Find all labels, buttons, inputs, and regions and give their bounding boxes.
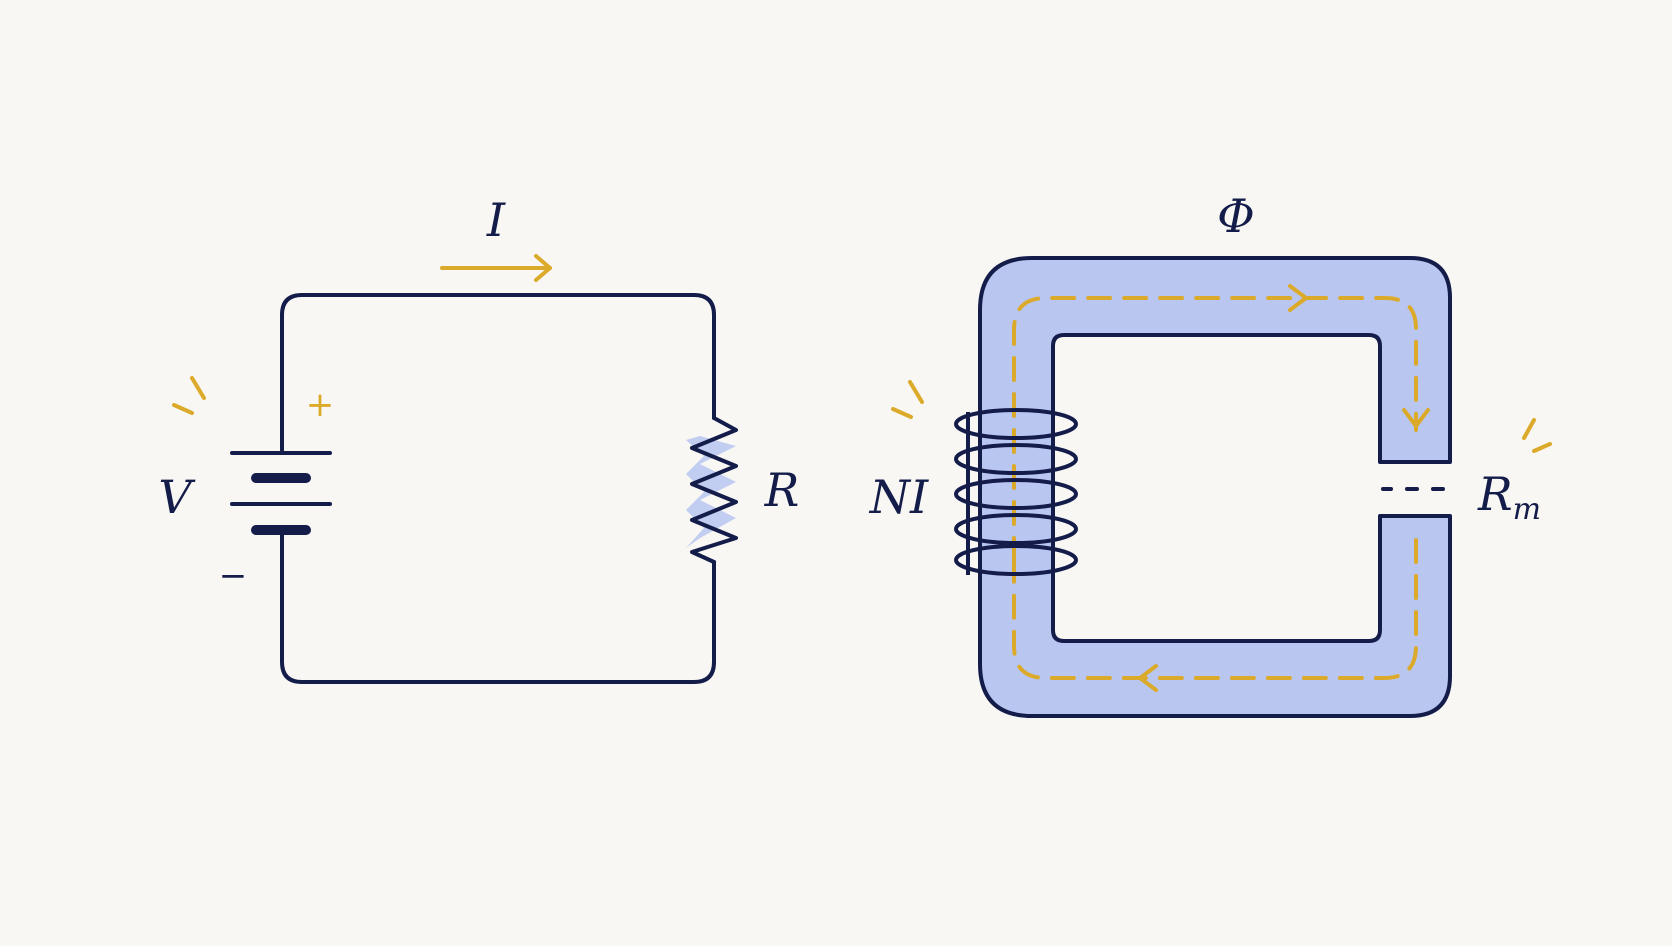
flux-arrow-top-icon: [1288, 284, 1308, 312]
circuit-wire: [280, 293, 716, 684]
mmf-sparkle-icon: [891, 380, 924, 419]
electric-circuit: + − I V R: [158, 193, 800, 684]
current-arrow-icon: [440, 254, 552, 282]
magnetic-core: [978, 256, 1452, 718]
mmf-label: NI: [869, 470, 929, 524]
resistor-zigzag: [690, 416, 738, 564]
flux-arrow-right-icon: [1402, 408, 1430, 428]
reluctance-symbol: R: [1477, 467, 1513, 521]
reluctance-label: Rm: [1477, 467, 1541, 527]
current-label: I: [486, 193, 506, 247]
battery: [230, 451, 332, 535]
voltage-label: V: [158, 470, 196, 524]
reluctance-subscript: m: [1513, 492, 1541, 527]
minus-sign: −: [219, 556, 248, 596]
coil-windings: [954, 408, 1078, 576]
resistance-label: R: [764, 463, 800, 517]
voltage-sparkle-icon: [172, 376, 206, 415]
plus-sign: +: [306, 385, 335, 425]
flux-label: Φ: [1217, 189, 1255, 243]
flux-path: [1012, 296, 1418, 680]
flux-arrow-bottom-icon: [1138, 664, 1158, 692]
magnetic-circuit: Φ NI Rm: [869, 189, 1552, 718]
reluctance-sparkle-icon: [1522, 418, 1552, 453]
